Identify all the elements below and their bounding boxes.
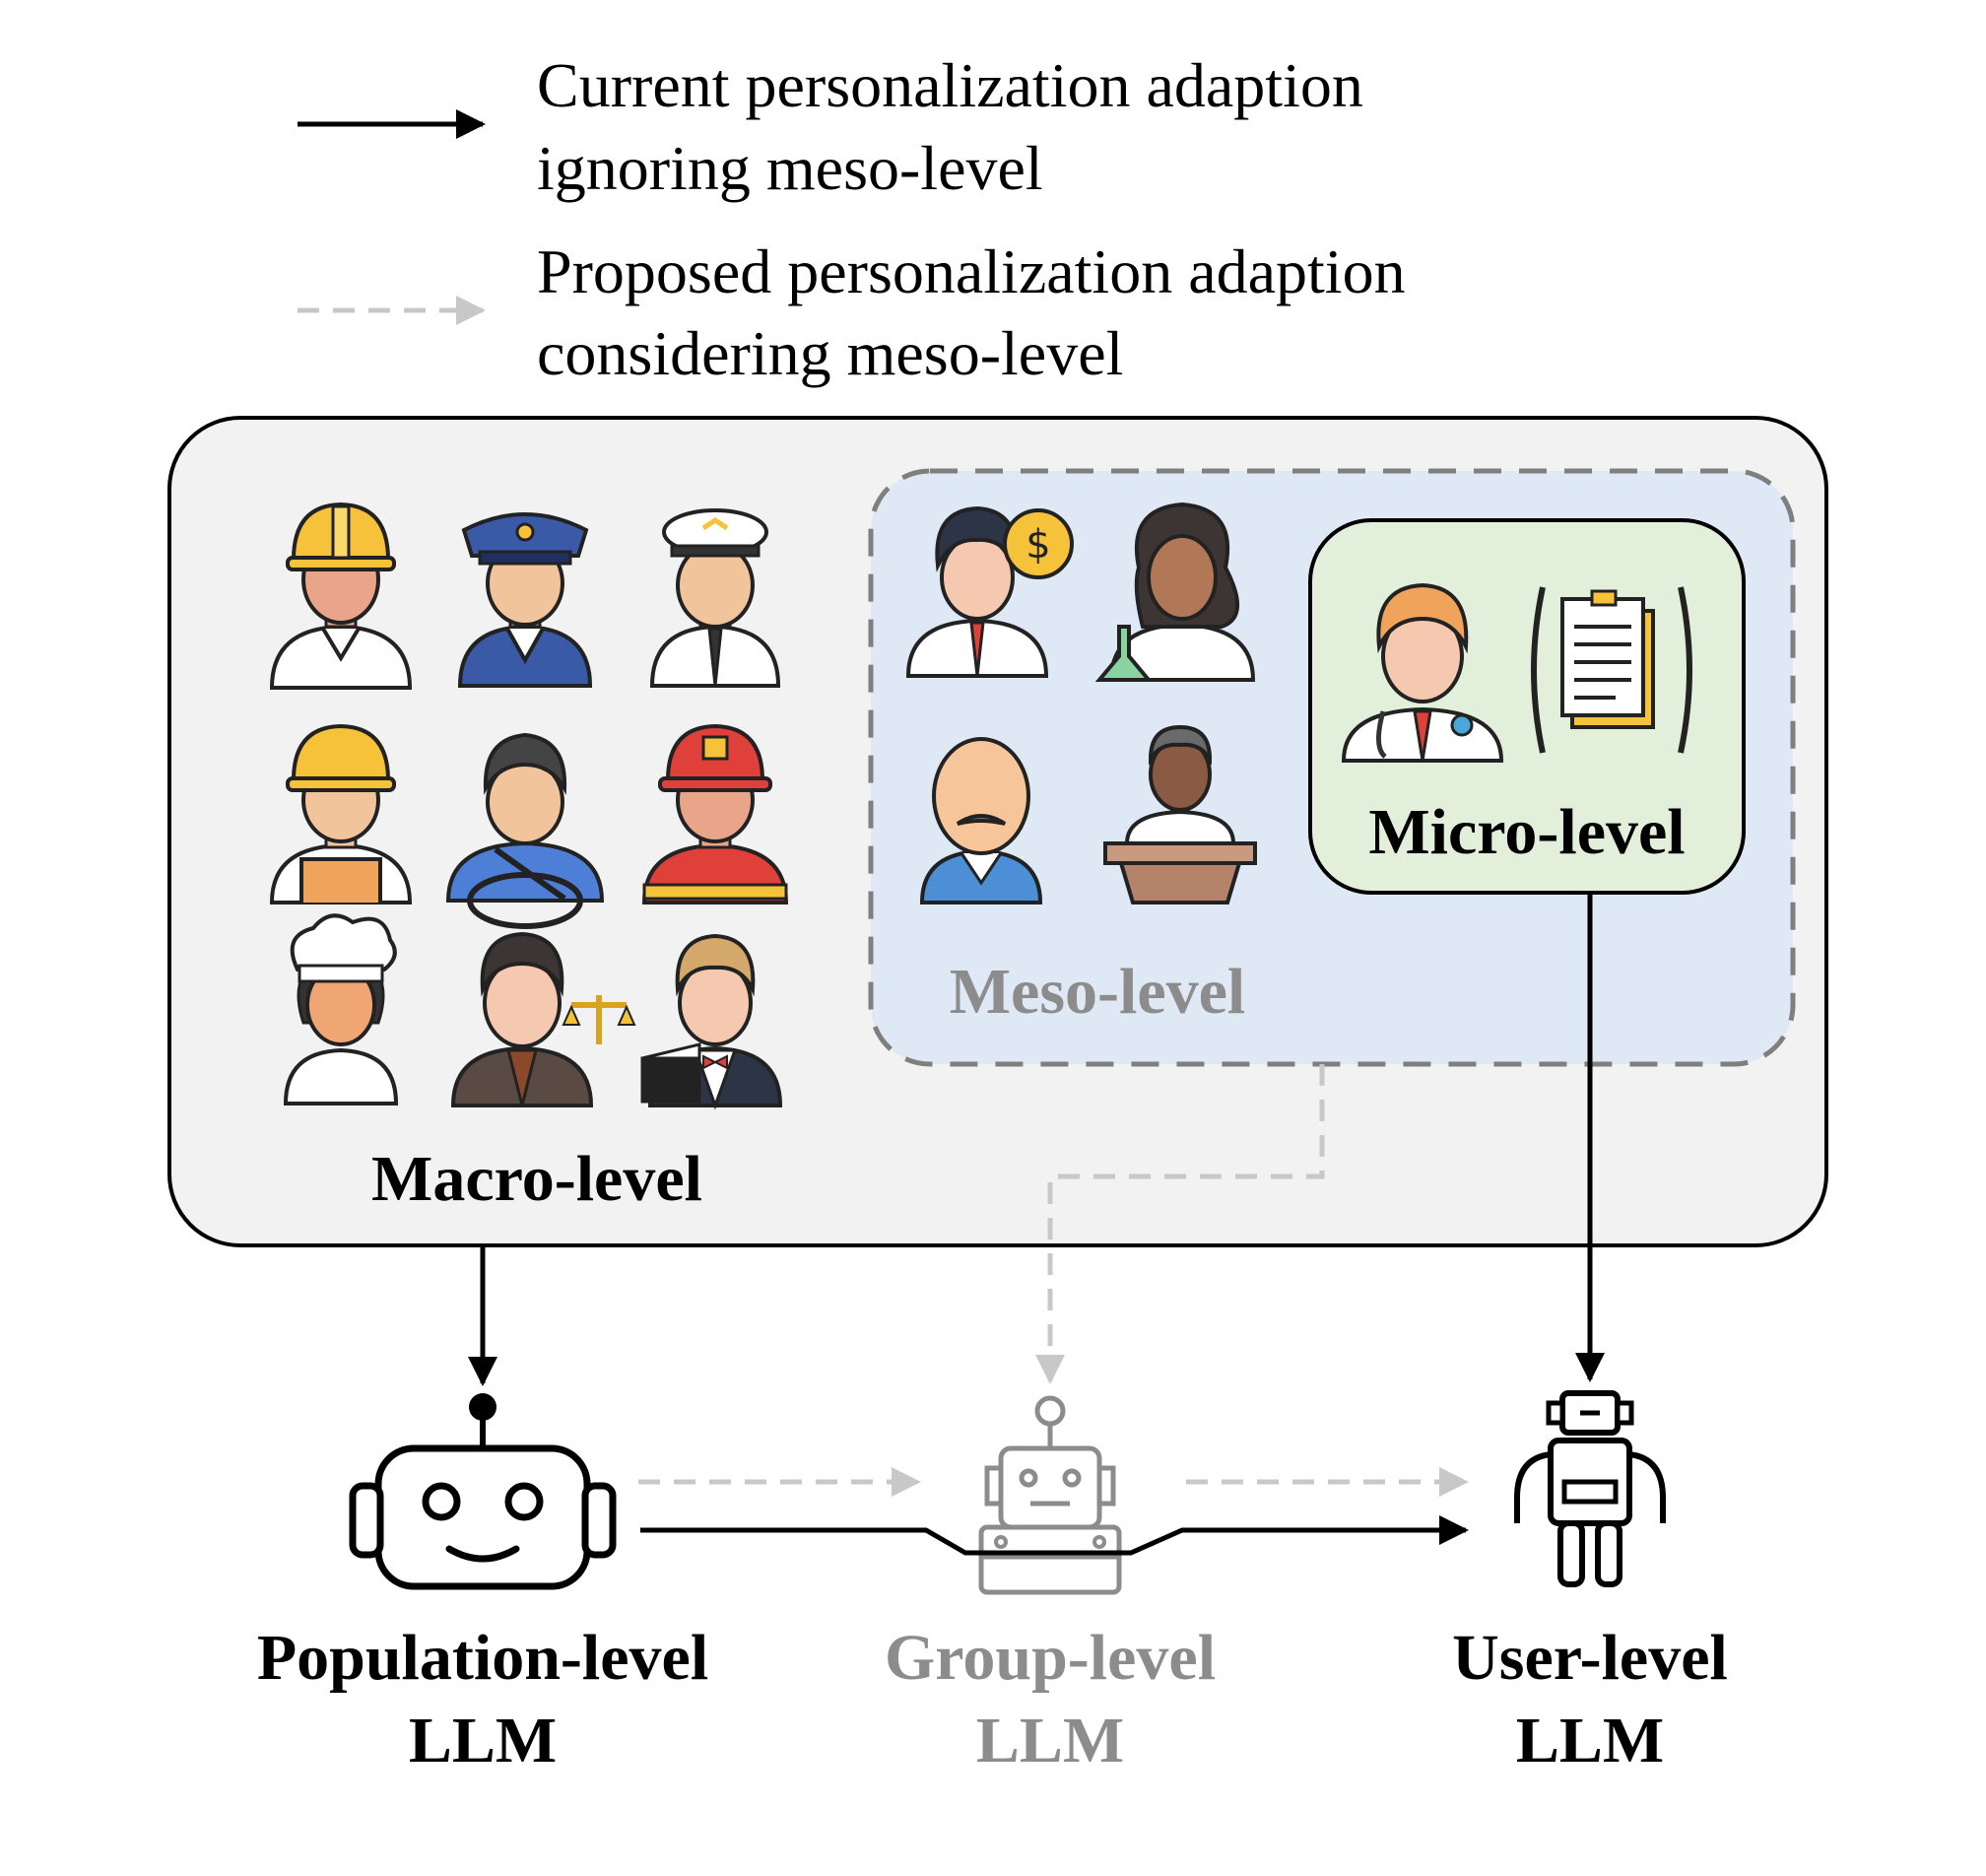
population-to-user-solid-arrow <box>640 1515 1469 1556</box>
legend-current-line1: Current personalization adaption <box>537 50 1363 120</box>
scientist-icon <box>1094 502 1256 682</box>
legend: Current personalization adaption ignorin… <box>298 50 1406 388</box>
doctor-icon <box>1341 582 1504 763</box>
population-robot-icon <box>349 1393 617 1590</box>
document-icon <box>1531 586 1692 754</box>
builder-icon <box>269 723 413 904</box>
svg-text:$: $ <box>1026 522 1050 568</box>
group-llm-label-line1: Group-level <box>885 1622 1216 1694</box>
construction-worker-icon <box>269 502 413 690</box>
legend-proposed-line2: considering meso-level <box>537 318 1123 388</box>
film-director-icon <box>640 933 783 1110</box>
meso-people-grid: $ <box>905 502 1257 904</box>
elder-man-icon <box>919 737 1043 904</box>
group-robot-icon <box>978 1395 1122 1595</box>
chef-icon <box>283 913 399 1106</box>
speaker-icon <box>1103 724 1257 904</box>
micro-level-label: Micro-level <box>1368 796 1685 868</box>
meso-level-label: Meso-level <box>950 956 1246 1028</box>
macro-people-grid <box>269 502 789 1110</box>
user-llm-label-line2: LLM <box>1516 1705 1664 1776</box>
user-llm-label-line1: User-level <box>1452 1622 1728 1694</box>
macro-level-label: Macro-level <box>371 1143 702 1215</box>
banker-icon: $ <box>905 505 1074 678</box>
meso-to-group-arrow <box>1035 1064 1325 1384</box>
population-llm-label-line2: LLM <box>409 1705 557 1776</box>
user-robot-icon <box>1514 1390 1666 1587</box>
lawyer-icon <box>450 931 636 1107</box>
group-llm-label-line2: LLM <box>976 1705 1124 1776</box>
micro-icons <box>1341 582 1692 763</box>
pilot-icon <box>649 508 781 688</box>
firefighter-icon <box>641 723 789 904</box>
legend-current-line2: ignoring meso-level <box>537 133 1043 203</box>
driver-icon <box>445 732 605 929</box>
legend-proposed-line1: Proposed personalization adaption <box>537 236 1406 306</box>
population-llm-label-line1: Population-level <box>257 1622 708 1694</box>
police-officer-icon <box>457 512 593 688</box>
